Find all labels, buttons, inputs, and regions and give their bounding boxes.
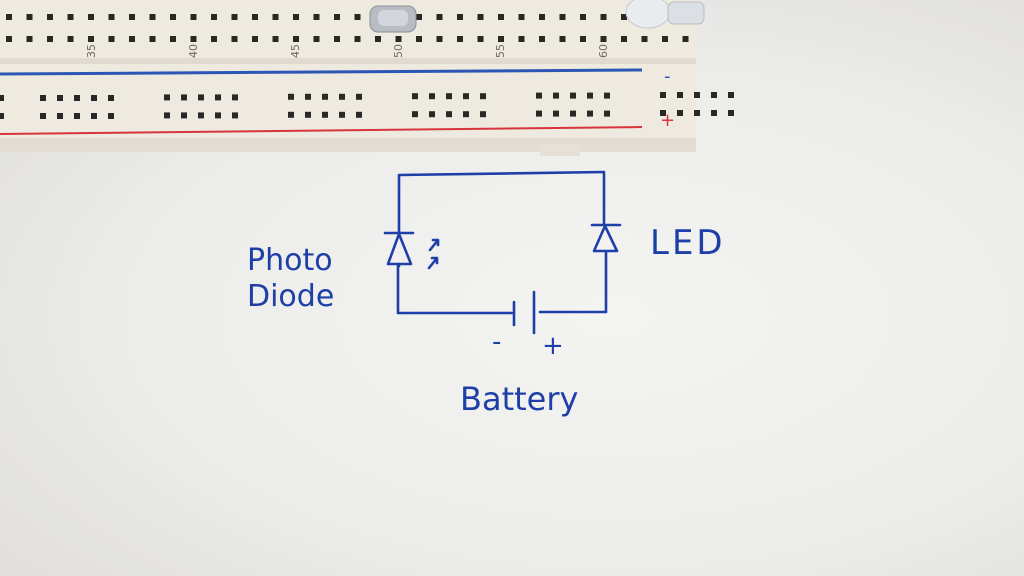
breadboard: 35 40 45 50 55 60 - + <box>0 0 734 156</box>
led-label: LED <box>650 223 726 263</box>
circuit-sketch <box>383 170 622 335</box>
battery-symbol <box>512 290 536 335</box>
column-number-35: 35 <box>85 44 98 58</box>
breadboard-notch <box>540 144 580 156</box>
power-rail-holes <box>0 92 734 119</box>
top-wire <box>397 170 606 234</box>
red-rail-line <box>0 126 643 135</box>
bottom-right-wire <box>538 250 608 314</box>
battery-minus-label: - <box>492 327 501 357</box>
column-number-40: 40 <box>187 44 200 58</box>
component-photodiode-stub <box>369 5 417 33</box>
column-number-45: 45 <box>289 44 302 58</box>
battery-plus-label: + <box>542 331 564 361</box>
photodiode-label-line2: Diode <box>247 279 334 314</box>
component-led-stub <box>625 0 705 29</box>
sketch-labels: Photo Diode LED - + Battery <box>247 223 726 418</box>
led-symbol <box>590 223 622 253</box>
column-number-50: 50 <box>392 44 405 58</box>
column-numbers: 35 40 45 50 55 60 <box>85 44 610 58</box>
rail-plus-sign: + <box>660 110 675 131</box>
photodiode-symbol <box>383 231 440 270</box>
breadboard-body <box>0 0 696 150</box>
breadboard-groove <box>0 58 696 64</box>
bottom-left-wire <box>396 263 514 315</box>
photodiode-label-line1: Photo <box>247 243 333 278</box>
blue-rail-line <box>0 68 643 76</box>
column-number-55: 55 <box>494 44 507 58</box>
column-number-60: 60 <box>597 44 610 58</box>
battery-label: Battery <box>460 380 578 418</box>
rail-minus-sign: - <box>664 66 671 87</box>
breadboard-edge <box>0 138 696 152</box>
